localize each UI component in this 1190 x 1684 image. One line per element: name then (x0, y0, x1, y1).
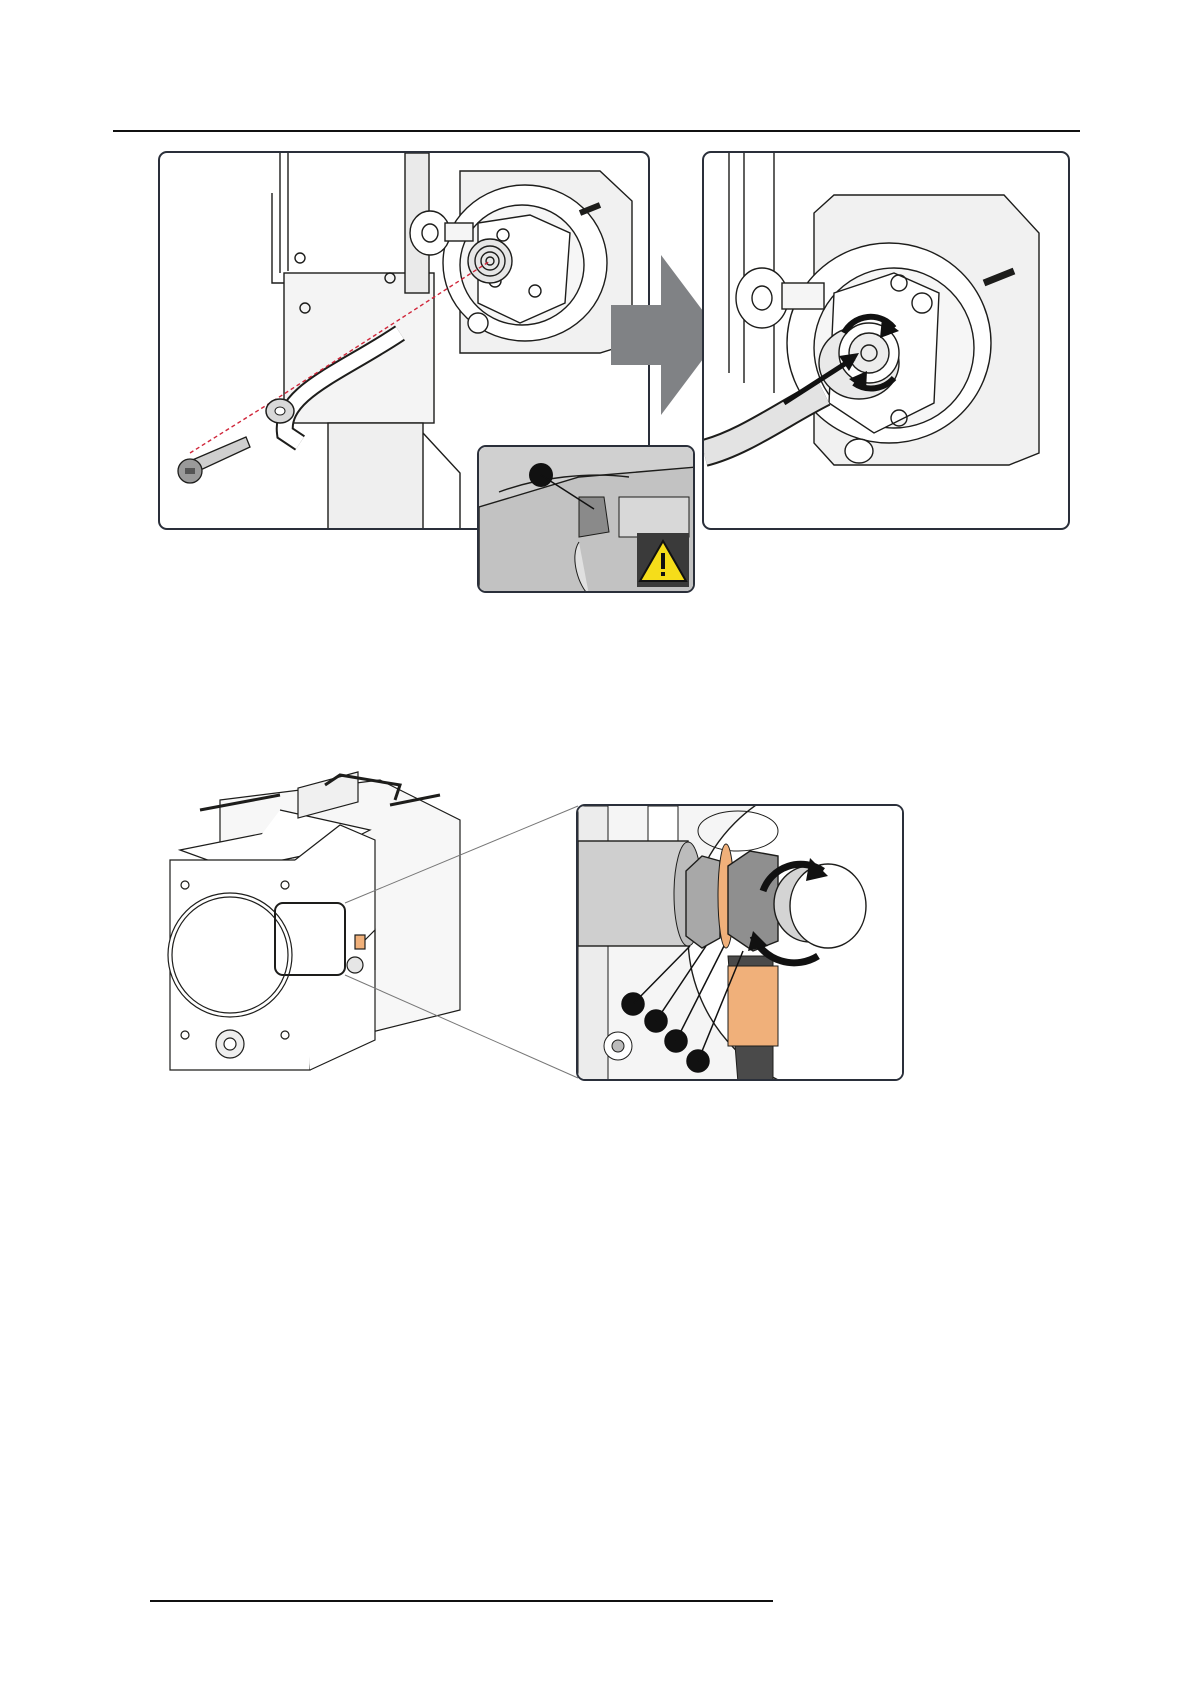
warning-detail-inset (477, 445, 695, 593)
warning-icon (637, 533, 689, 587)
footer-rule (150, 1600, 773, 1602)
hose-nut-detail (576, 804, 904, 1081)
